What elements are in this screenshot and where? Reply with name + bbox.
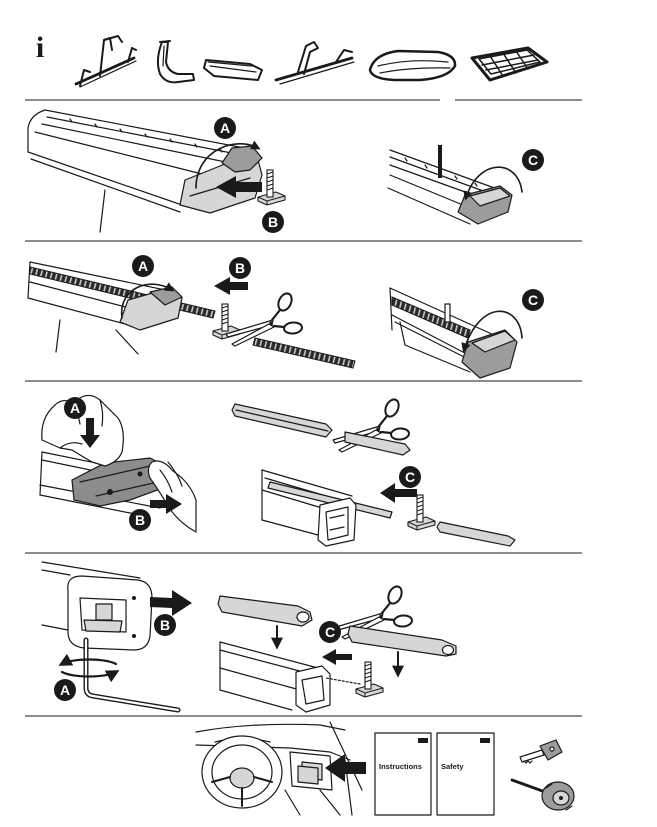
step-1-label-c: C bbox=[522, 149, 544, 171]
store-arrow-left bbox=[325, 754, 366, 782]
slide-arrow-right bbox=[150, 494, 182, 514]
booklet-logo bbox=[480, 738, 490, 743]
step-3-label-c: C bbox=[399, 466, 421, 488]
roof-bar-profile bbox=[261, 469, 393, 547]
bike-carrier-icon bbox=[74, 35, 137, 88]
safety-booklet: Safety bbox=[436, 732, 495, 816]
step-4-label-c: C bbox=[319, 621, 341, 643]
scissors-icon bbox=[224, 290, 304, 348]
rotate-arrow bbox=[463, 166, 523, 201]
header: i bbox=[36, 31, 549, 88]
booklet-logo bbox=[418, 738, 428, 743]
step-4-left-figure: A B bbox=[41, 561, 192, 713]
left-hand bbox=[41, 394, 124, 467]
move-arrow-right bbox=[150, 590, 192, 616]
t-bolt bbox=[407, 494, 436, 531]
svg-text:B: B bbox=[135, 512, 145, 528]
kayak-carrier-icon bbox=[156, 40, 195, 84]
pull-arrow-left bbox=[214, 277, 248, 295]
step-2-left-figure: A B bbox=[27, 255, 356, 369]
svg-text:C: C bbox=[325, 624, 335, 640]
cover-strip-cut bbox=[344, 431, 411, 456]
svg-text:A: A bbox=[60, 682, 70, 698]
final-step-figure: Instructions Safety bbox=[195, 721, 575, 816]
t-bolt-in-track bbox=[438, 145, 442, 178]
svg-text:B: B bbox=[268, 214, 278, 230]
right-hand bbox=[147, 460, 197, 533]
t-bolt bbox=[355, 661, 384, 698]
svg-text:C: C bbox=[528, 152, 538, 168]
svg-text:A: A bbox=[220, 120, 230, 136]
cover-strip-piece bbox=[436, 521, 516, 547]
step-1-label-a: A bbox=[214, 117, 236, 139]
cover-strip bbox=[217, 595, 313, 627]
booklet-title: Instructions bbox=[379, 762, 422, 771]
end-cap bbox=[461, 329, 518, 379]
booklet-title: Safety bbox=[441, 762, 464, 771]
svg-text:A: A bbox=[138, 258, 148, 274]
step-2-label-c: C bbox=[522, 289, 544, 311]
rotation-arrow bbox=[58, 653, 118, 666]
info-icon: i bbox=[36, 31, 44, 64]
step-1-left-figure: A B bbox=[27, 109, 286, 233]
foot-housing bbox=[67, 575, 153, 651]
rubber-strip-cut bbox=[252, 337, 356, 369]
roof-basket-icon bbox=[470, 46, 549, 82]
knob-tool-icon bbox=[510, 778, 575, 811]
dividers bbox=[25, 99, 582, 717]
rotate-arrow bbox=[121, 282, 175, 319]
instructions-booklet: Instructions bbox=[374, 732, 432, 816]
end-cap bbox=[179, 145, 263, 214]
step-3-label-a: A bbox=[64, 397, 86, 419]
guide-line bbox=[325, 677, 361, 685]
step-3-left-figure: A B bbox=[39, 394, 197, 533]
insert-arrow-left bbox=[380, 483, 417, 503]
push-arrow-left bbox=[216, 176, 262, 198]
step-1-label-b: B bbox=[262, 211, 284, 233]
fork-mount-bike-carrier-icon bbox=[274, 41, 355, 85]
step-2-right-figure: C bbox=[389, 287, 544, 379]
step-4-label-a: A bbox=[54, 679, 76, 701]
rotation-arrow bbox=[60, 670, 120, 683]
step-2-label-a: A bbox=[132, 255, 154, 277]
rotate-arrow bbox=[461, 310, 523, 353]
t-bolt-in-track bbox=[444, 303, 451, 323]
rubber-strip bbox=[391, 296, 471, 339]
step-3-right-figure: C bbox=[231, 396, 516, 547]
step-1-right-figure: C bbox=[387, 145, 544, 225]
svg-text:B: B bbox=[235, 260, 245, 276]
step-2-label-b: B bbox=[229, 257, 251, 279]
step-4-label-b: B bbox=[154, 614, 176, 636]
insert-arrow-left bbox=[322, 649, 352, 665]
svg-text:C: C bbox=[528, 292, 538, 308]
allen-key-icon bbox=[83, 637, 181, 713]
key-icon bbox=[519, 739, 563, 764]
step-3-label-b: B bbox=[129, 509, 151, 531]
svg-text:C: C bbox=[405, 469, 415, 485]
cover-strip-cut bbox=[347, 625, 457, 657]
roof-bar-profile bbox=[219, 641, 331, 713]
svg-text:A: A bbox=[70, 400, 80, 416]
rotate-arrow bbox=[195, 140, 261, 189]
roof-box-icon bbox=[368, 49, 457, 82]
ski-carrier-icon bbox=[203, 59, 263, 81]
step-4-right-figure: C bbox=[217, 583, 457, 713]
svg-text:B: B bbox=[160, 617, 170, 633]
press-arrow-down bbox=[80, 418, 100, 448]
